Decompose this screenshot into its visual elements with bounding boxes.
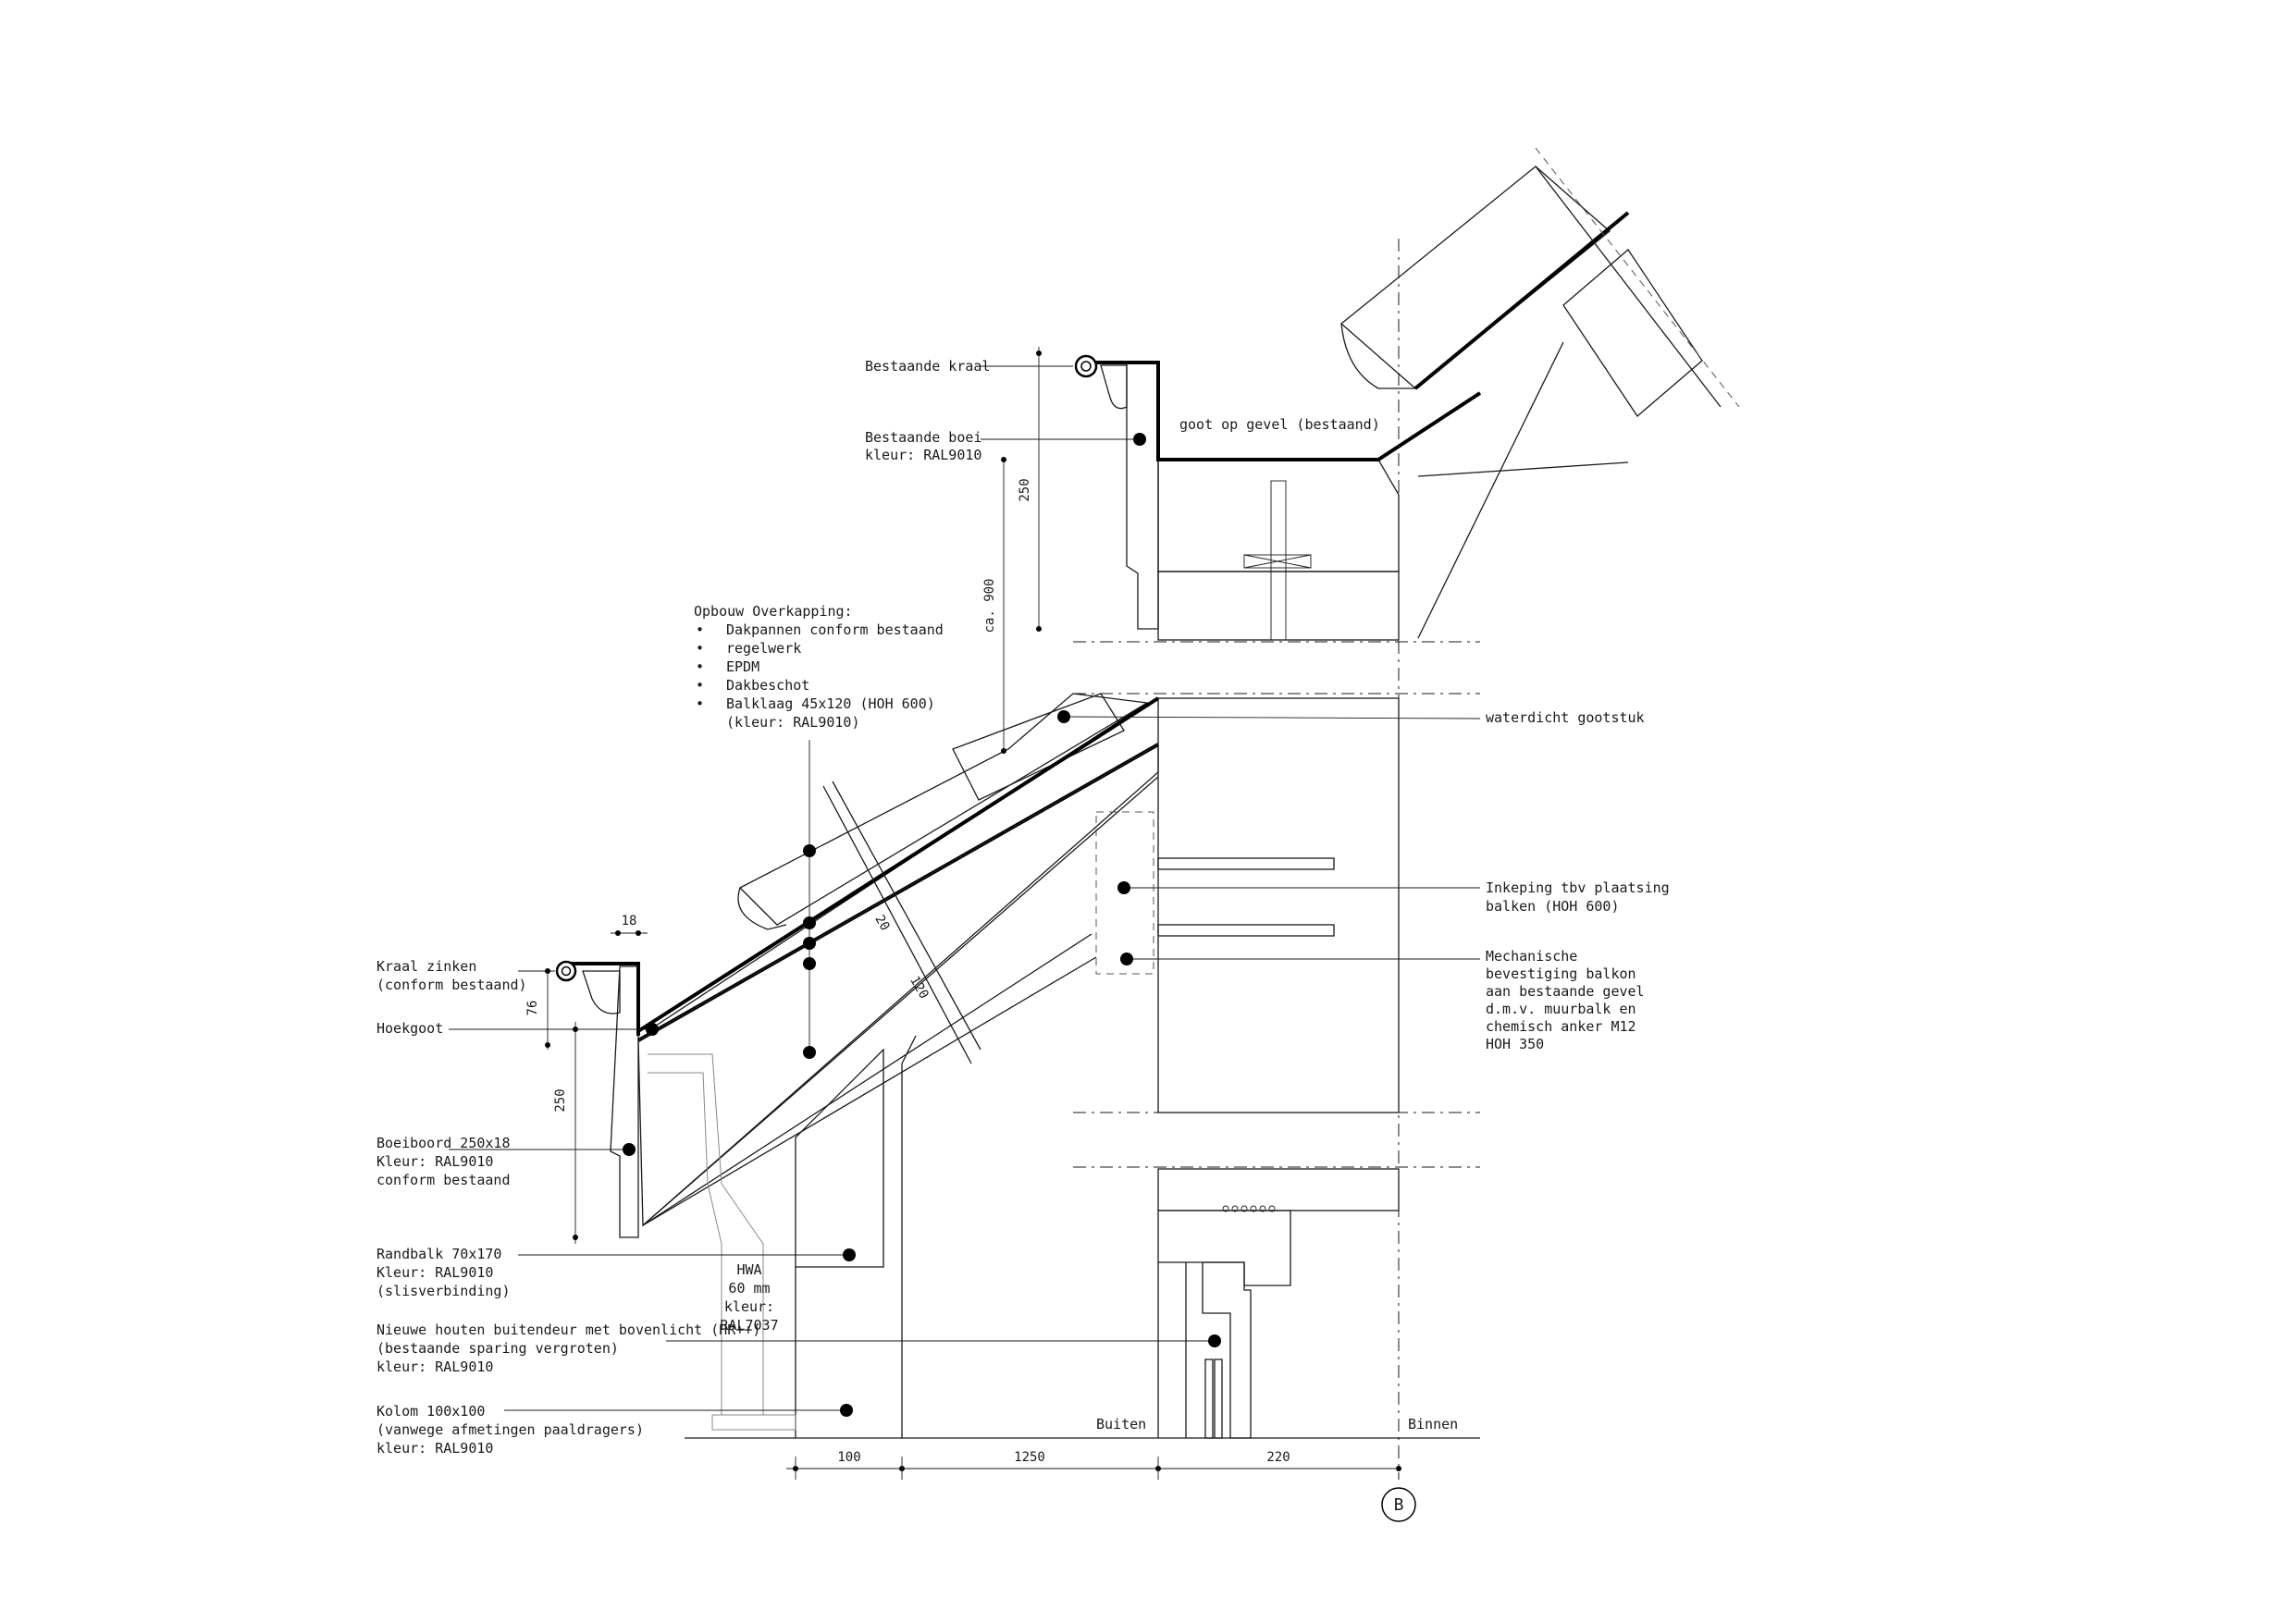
- label-opbouw-extra: (kleur: RAL9010): [726, 714, 860, 731]
- svg-text:•: •: [696, 640, 704, 657]
- label-inkeping-2: balken (HOH 600): [1486, 898, 1620, 915]
- dim-220: 220: [1266, 1450, 1290, 1465]
- svg-text:•: •: [696, 658, 704, 675]
- new-door: [1157, 1205, 1291, 1439]
- label-mechanische: Mechanische: [1486, 948, 1577, 965]
- label-mechanische: d.m.v. muurbalk en: [1486, 1001, 1636, 1017]
- label-hwa: 60 mm: [728, 1280, 770, 1297]
- new-canopy-roof: [636, 693, 1335, 1227]
- label-kraal-zinken: Kraal zinken: [376, 958, 476, 975]
- dim-ca900: ca. 900: [982, 578, 997, 633]
- leader-lines: [449, 365, 1481, 1417]
- label-kolom: kleur: RAL9010: [376, 1440, 493, 1457]
- svg-text:•: •: [696, 621, 704, 638]
- dim-76: 76: [525, 1001, 540, 1016]
- grid-marker-label: B: [1394, 1495, 1404, 1515]
- label-opbouw-item: Dakbeschot: [726, 677, 809, 694]
- label-opbouw-title: Opbouw Overkapping:: [694, 603, 853, 620]
- label-hwa: RAL7037: [720, 1317, 778, 1334]
- dim-250-top: 250: [1018, 478, 1032, 501]
- label-buitendeur: Nieuwe houten buitendeur met bovenlicht …: [376, 1322, 760, 1338]
- label-mechanische: HOH 350: [1486, 1036, 1544, 1052]
- svg-text:•: •: [696, 695, 704, 712]
- label-kraal-zinken-2: (conform bestaand): [376, 977, 527, 993]
- existing-gutter: [1074, 147, 1740, 641]
- label-bestaande-boei: Bestaande boei: [865, 429, 981, 446]
- grid-marker-circle: [1381, 1487, 1416, 1522]
- label-hoekgoot: Hoekgoot: [376, 1020, 443, 1037]
- label-boeiboord: Boeiboord 250x18: [376, 1135, 511, 1151]
- annotations: Bestaande kraal Bestaande boei kleur: RA…: [376, 358, 1670, 1515]
- label-randbalk: (slisverbinding): [376, 1283, 511, 1299]
- label-mechanische: bevestiging balkon: [1486, 965, 1636, 982]
- label-opbouw-item: regelwerk: [726, 640, 801, 657]
- label-mechanische: aan bestaande gevel: [1486, 983, 1645, 1000]
- dim-100: 100: [837, 1450, 860, 1465]
- label-buitendeur: (bestaande sparing vergroten): [376, 1340, 619, 1357]
- label-binnen: Binnen: [1408, 1416, 1458, 1432]
- label-opbouw-item: EPDM: [726, 658, 759, 675]
- dim-1250: 1250: [1014, 1450, 1045, 1465]
- label-randbalk: Randbalk 70x170: [376, 1246, 501, 1262]
- label-hwa: HWA: [736, 1261, 761, 1278]
- svg-text:•: •: [696, 677, 704, 694]
- dim-18: 18: [622, 914, 637, 928]
- label-kolom: (vanwege afmetingen paaldragers): [376, 1421, 644, 1438]
- label-boeiboord: conform bestaand: [376, 1172, 511, 1188]
- dim-250-left: 250: [553, 1088, 568, 1112]
- label-inkeping: Inkeping tbv plaatsing: [1486, 879, 1670, 896]
- label-bestaande-boei-color: kleur: RAL9010: [865, 447, 981, 463]
- dim-20: 20: [871, 913, 892, 934]
- label-hwa: kleur:: [724, 1298, 774, 1315]
- fascia-edge: [555, 960, 1480, 1439]
- label-waterdicht-gootstuk: waterdicht gootstuk: [1486, 709, 1645, 726]
- label-buiten: Buiten: [1096, 1416, 1146, 1432]
- label-randbalk: Kleur: RAL9010: [376, 1264, 493, 1281]
- dimension-lines: [545, 347, 1416, 1522]
- label-opbouw-item: Balklaag 45x120 (HOH 600): [726, 695, 935, 712]
- label-boeiboord: Kleur: RAL9010: [376, 1153, 493, 1170]
- label-buitendeur: kleur: RAL9010: [376, 1359, 493, 1375]
- label-goot-op-gevel: goot op gevel (bestaand): [1179, 416, 1380, 433]
- label-kolom: Kolom 100x100: [376, 1403, 485, 1420]
- label-mechanische: chemisch anker M12: [1486, 1018, 1636, 1035]
- label-bestaande-kraal: Bestaande kraal: [865, 358, 990, 375]
- label-opbouw-item: Dakpannen conform bestaand: [726, 621, 944, 638]
